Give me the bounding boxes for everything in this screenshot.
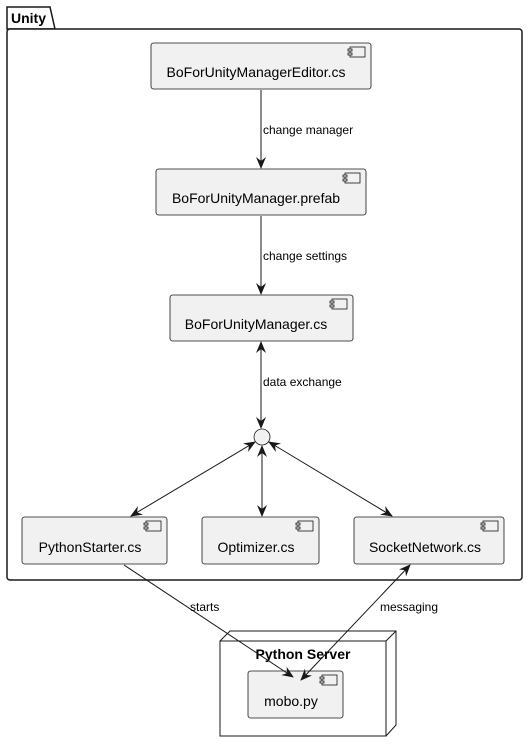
component-python-starter: PythonStarter.cs	[21, 516, 168, 565]
component-icon	[319, 674, 338, 686]
component-label: BoForUnityManager.cs	[185, 316, 327, 332]
edge-label: change settings	[263, 249, 347, 263]
component-icon	[480, 520, 499, 532]
edge-label: starts	[190, 600, 219, 614]
component-icon	[342, 172, 361, 184]
edge-interface-python-starter	[130, 441, 256, 517]
component-prefab: BoForUnityManager.prefab	[155, 168, 367, 216]
component-label: mobo.py	[264, 693, 318, 709]
component-label: Optimizer.cs	[217, 539, 294, 555]
component-socket-network: SocketNetwork.cs	[353, 516, 505, 565]
component-label: BoForUnityManager.prefab	[172, 190, 340, 206]
component-icon	[347, 46, 366, 58]
component-editor: BoForUnityManagerEditor.cs	[150, 42, 372, 90]
edge-messaging: messaging	[300, 564, 438, 681]
edge-starts: starts	[123, 564, 294, 678]
interface-circle	[253, 428, 271, 446]
edge-interface-socket-network	[268, 441, 393, 517]
component-label: BoForUnityManagerEditor.cs	[167, 64, 346, 80]
component-icon	[329, 298, 348, 310]
edge-change-settings: change settings	[256, 216, 347, 295]
edge-label: change manager	[263, 123, 353, 137]
edge-change-manager: change manager	[256, 90, 353, 169]
unity-package-title: Unity	[11, 10, 46, 26]
component-manager: BoForUnityManager.cs	[169, 294, 354, 342]
component-label: SocketNetwork.cs	[369, 539, 481, 555]
python-server-title: Python Server	[256, 646, 351, 662]
component-optimizer: Optimizer.cs	[201, 516, 320, 565]
edge-label: data exchange	[263, 375, 342, 389]
component-label: PythonStarter.cs	[39, 539, 142, 555]
edge-data-exchange: data exchange	[256, 341, 342, 429]
edge-label: messaging	[380, 600, 438, 614]
unity-package: Unity	[6, 6, 523, 581]
component-icon	[295, 520, 314, 532]
component-mobo: mobo.py	[247, 670, 344, 719]
component-icon	[143, 520, 162, 532]
